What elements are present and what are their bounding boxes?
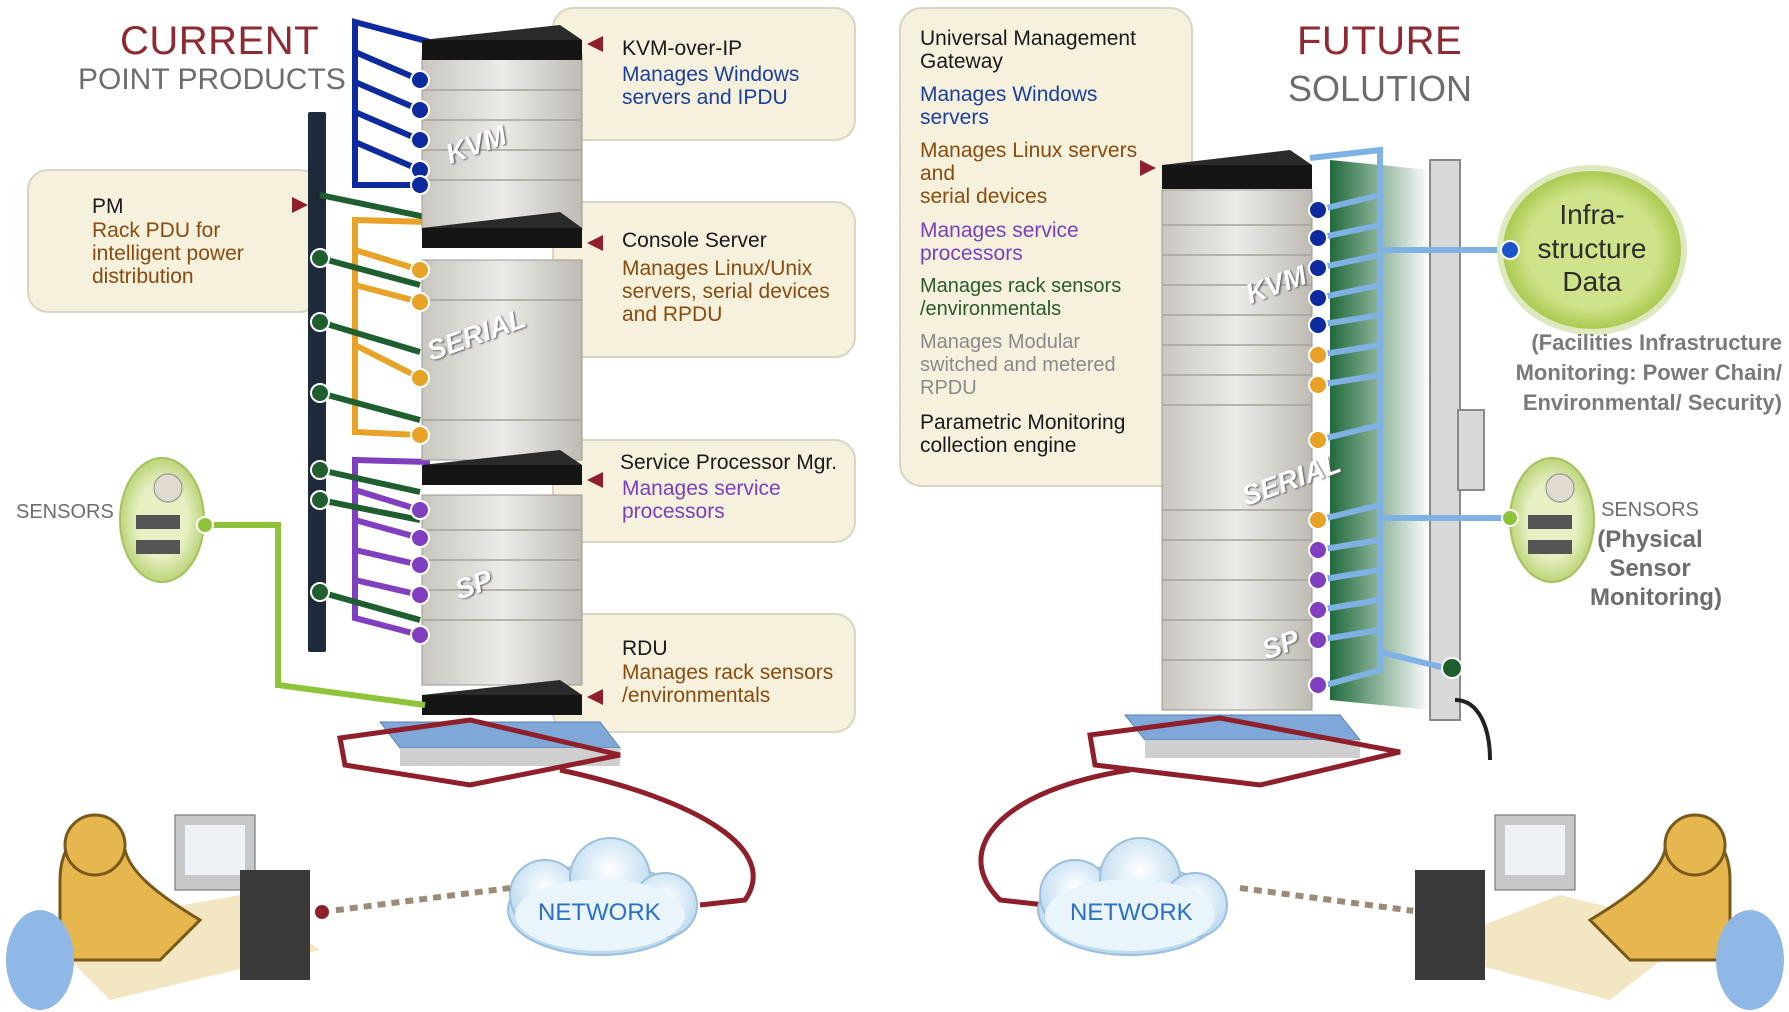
future-bus (1309, 146, 1510, 691)
callout-sp-box (552, 439, 856, 543)
console-callout-desc-2: servers, serial devices (622, 280, 830, 303)
gateway-linux-3: serial devices (920, 185, 1048, 208)
pointer-arrow-icon (587, 235, 603, 251)
kvm-ports (410, 70, 430, 195)
gateway-windows-1: Manages Windows (920, 83, 1098, 106)
pointer-arrow-icon (587, 689, 603, 705)
facilities-line-1: (Facilities Infrastructure (1531, 330, 1782, 355)
right-rack (1123, 150, 1362, 758)
right-sensors-sub-3: Monitoring) (1590, 584, 1722, 611)
sensor-port (196, 516, 214, 534)
pdu-port (1441, 657, 1463, 679)
sp-callout-desc-2: processors (622, 500, 725, 523)
pointer-arrow-icon (587, 472, 603, 488)
gateway-linux-2: and (920, 162, 956, 185)
right-sensors-label: SENSORS (1601, 499, 1699, 521)
gateway-service-2: processors (920, 242, 1023, 265)
pdu-strip-icon (1429, 159, 1461, 721)
sensor-camera-icon (119, 457, 205, 583)
rdu-callout-title: RDU (622, 637, 668, 660)
right-network-loop (978, 715, 1401, 908)
serial-cables (352, 216, 431, 438)
gateway-parametric-2: collection engine (920, 434, 1077, 457)
gateway-service-1: Manages service (920, 219, 1079, 242)
future-heading: FUTURE (1297, 19, 1463, 63)
sp-cables (352, 456, 431, 638)
network-cloud-icon (507, 837, 698, 956)
sensor-cable (205, 522, 426, 708)
pdu-strip-icon (308, 112, 326, 652)
kvm-cables (352, 18, 431, 188)
network-cloud-icon (1037, 837, 1228, 956)
kvm-callout-desc-1: Manages Windows (622, 63, 800, 86)
serial-ports (410, 260, 430, 445)
left-network-label: NETWORK (538, 899, 661, 926)
sensor-port (1501, 509, 1519, 527)
right-serial-ports (1308, 345, 1328, 530)
facilities-line-3: Environmental/ Security) (1522, 390, 1782, 415)
left-pc-port (313, 903, 331, 921)
left-dotted-link (321, 885, 511, 915)
future-subheading: SOLUTION (1288, 68, 1473, 109)
rdu-callout-desc-2: /environmentals (622, 684, 771, 707)
gateway-sensors-2: /environmentals (920, 298, 1062, 320)
current-subheading: POINT PRODUCTS (78, 63, 346, 96)
pm-callout-desc-2: intelligent power (92, 242, 244, 265)
sp-ports (410, 500, 430, 645)
current-heading: CURRENT (120, 19, 320, 63)
gateway-sensors-1: Manages rack sensors (920, 275, 1122, 297)
gateway-title-1: Universal Management (920, 27, 1136, 50)
console-callout-desc-1: Manages Linux/Unix (622, 257, 813, 280)
sp-callout-title: Service Processor Mgr. (620, 451, 838, 474)
pm-callout-title: PM (92, 195, 124, 218)
pm-cables (319, 192, 441, 623)
gateway-parametric-1: Parametric Monitoring (920, 411, 1126, 434)
kvm-callout-title: KVM-over-IP (622, 37, 743, 60)
left-rack (378, 25, 622, 766)
pointer-arrow-icon (1140, 160, 1156, 176)
facilities-line-2: Monitoring: Power Chain/ (1515, 360, 1782, 385)
console-callout-title: Console Server (622, 229, 767, 252)
pm-cable-dots (310, 248, 330, 602)
left-network-loop (337, 717, 756, 908)
sp-callout-desc-1: Manages service (622, 477, 781, 500)
user-workstation-icon (1415, 813, 1784, 1010)
gateway-linux-1: Manages Linux servers (920, 139, 1138, 162)
console-callout-desc-3: and RPDU (622, 303, 723, 326)
kvm-callout-desc-2: servers and IPDU (622, 86, 788, 109)
right-sp-ports (1308, 540, 1328, 695)
pm-callout-desc-3: distribution (92, 265, 194, 288)
gateway-windows-2: servers (920, 106, 989, 129)
pointer-arrow-icon (587, 36, 603, 52)
rdu-callout-desc-1: Manages rack sensors (622, 661, 834, 684)
right-dotted-link (1239, 885, 1423, 915)
gateway-modular-1: Manages Modular (920, 331, 1081, 353)
right-kvm-ports (1308, 200, 1328, 335)
pdu-module (1457, 409, 1485, 491)
user-workstation-icon (6, 813, 320, 1010)
gateway-title-2: Gateway (920, 50, 1003, 73)
infra-port (1500, 240, 1520, 260)
infra-data-label: Infra-structure Data (1537, 199, 1647, 298)
right-sensors-sub-1: (Physical (1597, 526, 1703, 553)
gateway-modular-3: RPDU (920, 377, 977, 399)
pm-callout-desc-1: Rack PDU for (92, 219, 221, 242)
right-network-label: NETWORK (1070, 899, 1193, 926)
pointer-arrow-icon (292, 197, 308, 213)
gateway-modular-2: switched and metered (920, 354, 1116, 376)
sensor-camera-icon (1509, 457, 1595, 583)
left-sensors-label: SENSORS (16, 501, 114, 523)
right-sensors-sub-2: Sensor (1609, 555, 1691, 582)
pdu-power-cord (1454, 698, 1492, 761)
